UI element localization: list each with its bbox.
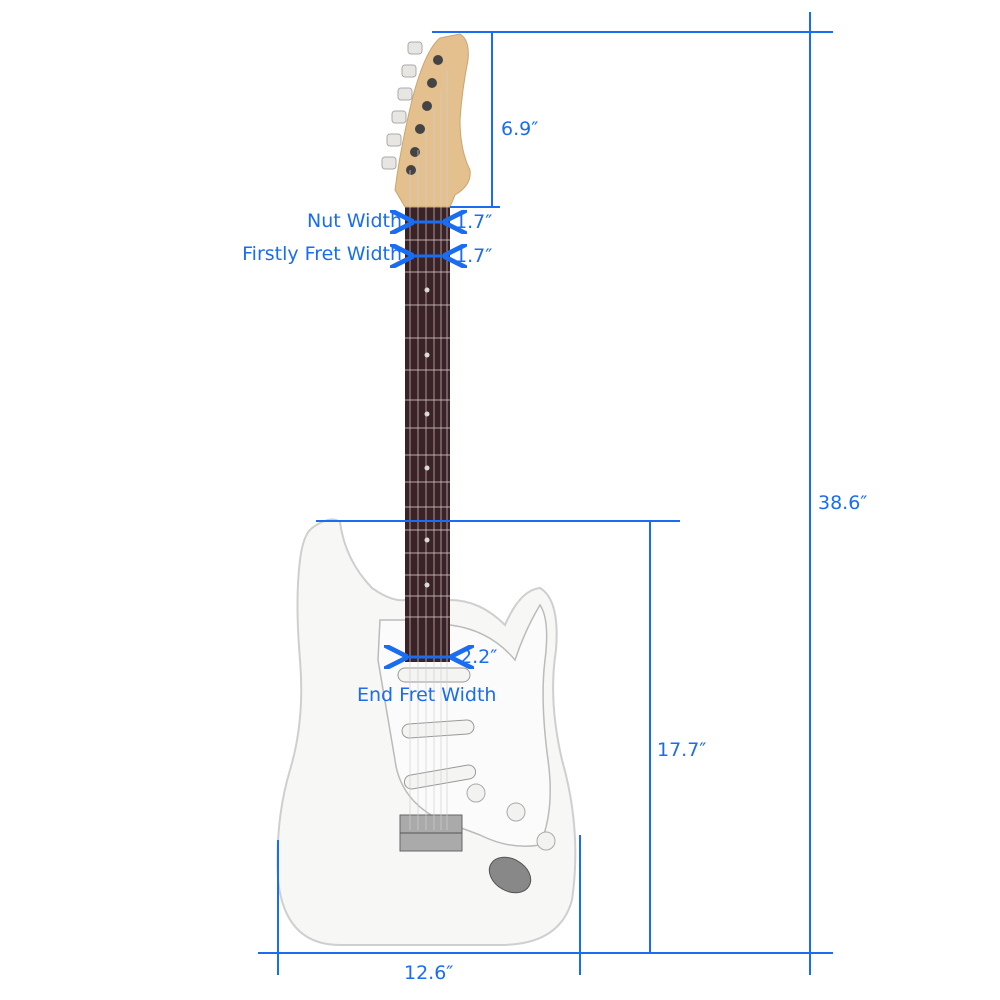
fretboard bbox=[405, 207, 450, 662]
output-jack bbox=[488, 856, 532, 894]
dimension-lines bbox=[258, 12, 833, 975]
body-length-value: 17.7″ bbox=[657, 739, 707, 761]
end-fret-width-value: 2.2″ bbox=[460, 646, 498, 668]
frets bbox=[405, 239, 450, 618]
headstock bbox=[394, 33, 471, 208]
total-length-value: 38.6″ bbox=[818, 492, 868, 514]
headstock-length-value: 6.9″ bbox=[501, 118, 539, 140]
first-fret-width-label: Firstly Fret Width bbox=[242, 243, 402, 265]
end-fret-width-label: End Fret Width bbox=[357, 684, 497, 706]
nut-width-value: 1.7″ bbox=[455, 211, 493, 233]
nut-width-label: Nut Width bbox=[307, 210, 402, 232]
width-arrows bbox=[405, 222, 453, 657]
knobs bbox=[466, 783, 556, 851]
first-fret-width-value: 1.7″ bbox=[455, 245, 493, 267]
tuner-posts bbox=[406, 55, 443, 175]
tuning-pegs bbox=[381, 41, 423, 170]
body-width-value: 12.6″ bbox=[404, 962, 454, 984]
